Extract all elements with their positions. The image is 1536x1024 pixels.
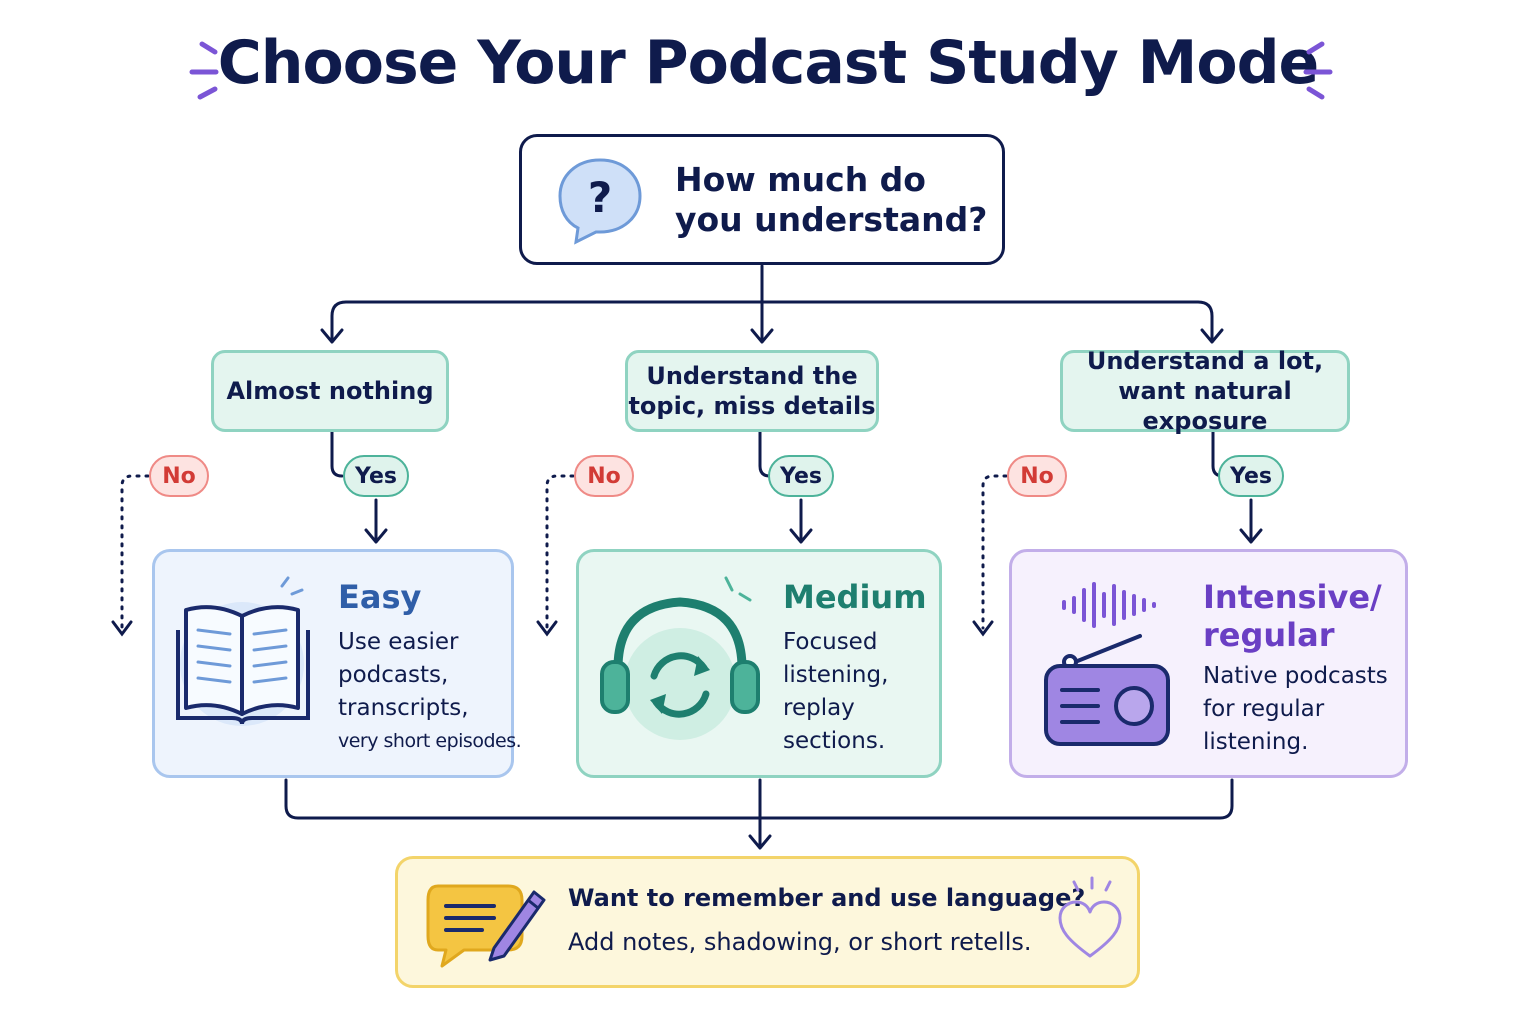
sparkle-right-bottom bbox=[1306, 86, 1325, 100]
condition-almost-nothing: Almost nothing bbox=[211, 350, 449, 432]
mode-desc-intensive: Native podcasts for regular listening. bbox=[1203, 663, 1388, 755]
question-text: How much do you understand? bbox=[675, 160, 995, 240]
headphones-replay-icon bbox=[600, 576, 760, 740]
sparkle-right-top bbox=[1306, 41, 1325, 55]
connector-easy-yes bbox=[330, 430, 344, 478]
no-badge-intensive: No bbox=[1007, 455, 1067, 497]
mode-title-easy: Easy bbox=[338, 578, 422, 616]
no-badge-easy: No bbox=[149, 455, 209, 497]
mode-title-medium: Medium bbox=[783, 578, 927, 616]
final-question: Want to remember and use language? bbox=[568, 884, 1086, 912]
notes-chat-pencil-icon bbox=[426, 884, 546, 968]
sparkle-left-top bbox=[199, 41, 218, 55]
condition-understand-a-lot: Understand a lot, want natural exposure bbox=[1060, 347, 1350, 435]
no-path-medium bbox=[545, 474, 575, 630]
question-speech-bubble-icon: ? bbox=[558, 158, 642, 245]
no-path-intensive bbox=[981, 474, 1008, 630]
arrowhead-easy bbox=[320, 328, 344, 344]
yes-badge-intensive: Yes bbox=[1218, 455, 1284, 497]
question-line1: How much do bbox=[675, 160, 926, 199]
condition-understand-topic: Understand the topic, miss details bbox=[625, 350, 879, 432]
soundwave-icon bbox=[1062, 582, 1156, 628]
mode-title-intensive: Intensive/ regular bbox=[1203, 578, 1382, 654]
yes-badge-medium: Yes bbox=[768, 455, 834, 497]
radio-soundwave-icon bbox=[1044, 582, 1170, 746]
mode-desc-medium: Focused listening, replay sections. bbox=[783, 629, 889, 754]
no-badge-medium: No bbox=[574, 455, 634, 497]
no-path-easy bbox=[120, 474, 150, 630]
open-book-icon bbox=[176, 576, 310, 726]
page-title: Choose Your Podcast Study Mode bbox=[217, 28, 1319, 98]
yes-badge-easy: Yes bbox=[343, 455, 409, 497]
arrowhead-intensive bbox=[1200, 328, 1224, 344]
connector-split bbox=[330, 300, 1214, 342]
heart-icon bbox=[1058, 876, 1122, 958]
mode-desc-easy: Use easier podcasts, transcripts, very s… bbox=[338, 629, 522, 752]
question-line2: you understand? bbox=[675, 200, 988, 239]
svg-text:?: ? bbox=[588, 173, 612, 222]
arrowhead-final bbox=[748, 834, 772, 850]
arrowhead-medium bbox=[750, 328, 774, 344]
final-answer: Add notes, shadowing, or short retells. bbox=[568, 928, 1032, 956]
sparkle-left-bottom bbox=[197, 86, 218, 100]
